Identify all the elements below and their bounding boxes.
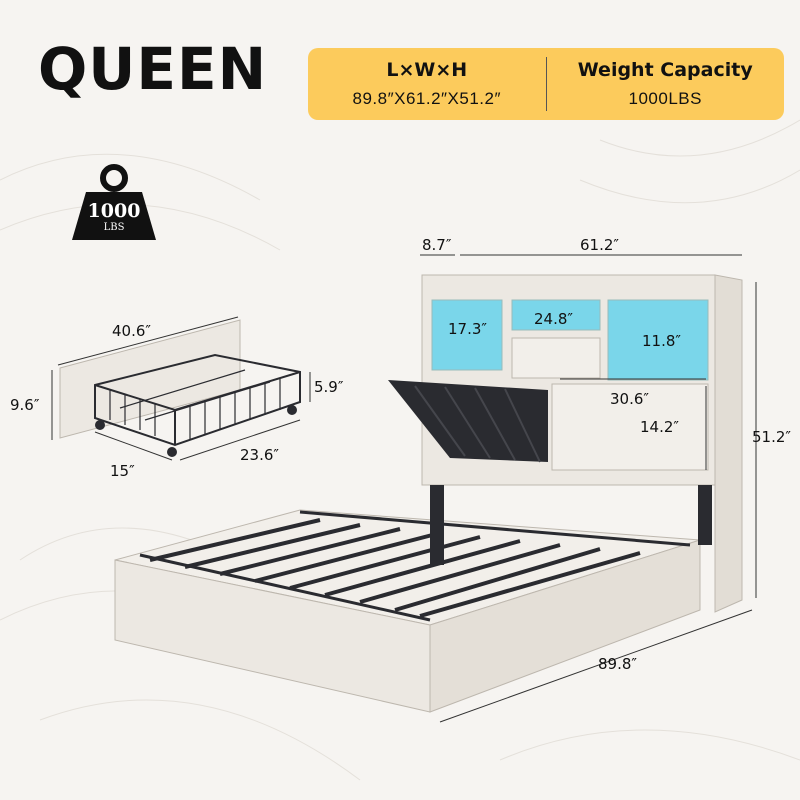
bed-frame-base [114, 509, 701, 713]
spec-banner: L×W×H 89.8″X61.2″X51.2″ Weight Capacity … [308, 48, 784, 120]
weight-header: Weight Capacity [577, 59, 753, 81]
drawer-wire-basket [94, 353, 301, 457]
cubby-width-top-label: 24.8″ [534, 310, 574, 328]
dimensions-header: L×W×H [386, 59, 468, 81]
cubby-height-label: 11.8″ [642, 332, 682, 350]
bed-height-label: 51.2″ [752, 428, 792, 446]
dimensions-spec: L×W×H 89.8″X61.2″X51.2″ [308, 59, 546, 109]
drawer-length-label: 40.6″ [112, 322, 152, 340]
kettlebell-weight-icon [72, 164, 156, 240]
drawer-panel-height-label: 9.6″ [10, 396, 40, 414]
metal-rails [139, 510, 691, 622]
metal-slats [149, 518, 641, 618]
drawer-basket-height-label: 5.9″ [314, 378, 344, 396]
drawer-dimension-lines [51, 316, 311, 461]
drawer-depth-label: 23.6″ [240, 446, 280, 464]
leaf-background-pattern [0, 119, 800, 781]
open-shelf-width-label: 30.6″ [610, 390, 650, 408]
drawer-width-label: 15″ [110, 462, 135, 480]
open-shelves [511, 337, 709, 471]
banner-divider [545, 57, 547, 111]
led-cubbies [431, 299, 709, 381]
dimensions-value: 89.8″X61.2″X51.2″ [352, 89, 501, 108]
bed-length-label: 89.8″ [598, 655, 638, 673]
weight-value: 1000LBS [628, 89, 702, 108]
cubby-width-left-label: 17.3″ [448, 320, 488, 338]
weight-icon-number: 1000 [87, 200, 141, 222]
weight-icon-unit: LBS [103, 222, 125, 233]
size-title: QUEEN [38, 35, 268, 103]
open-shelf-height-label: 14.2″ [640, 418, 680, 436]
bed-width-label: 61.2″ [580, 236, 620, 254]
shelf-depth-label: 8.7″ [422, 236, 452, 254]
weight-spec: Weight Capacity 1000LBS [547, 59, 785, 109]
bed-dimension-lines [420, 254, 757, 723]
upholstered-flip-panel [388, 380, 548, 463]
